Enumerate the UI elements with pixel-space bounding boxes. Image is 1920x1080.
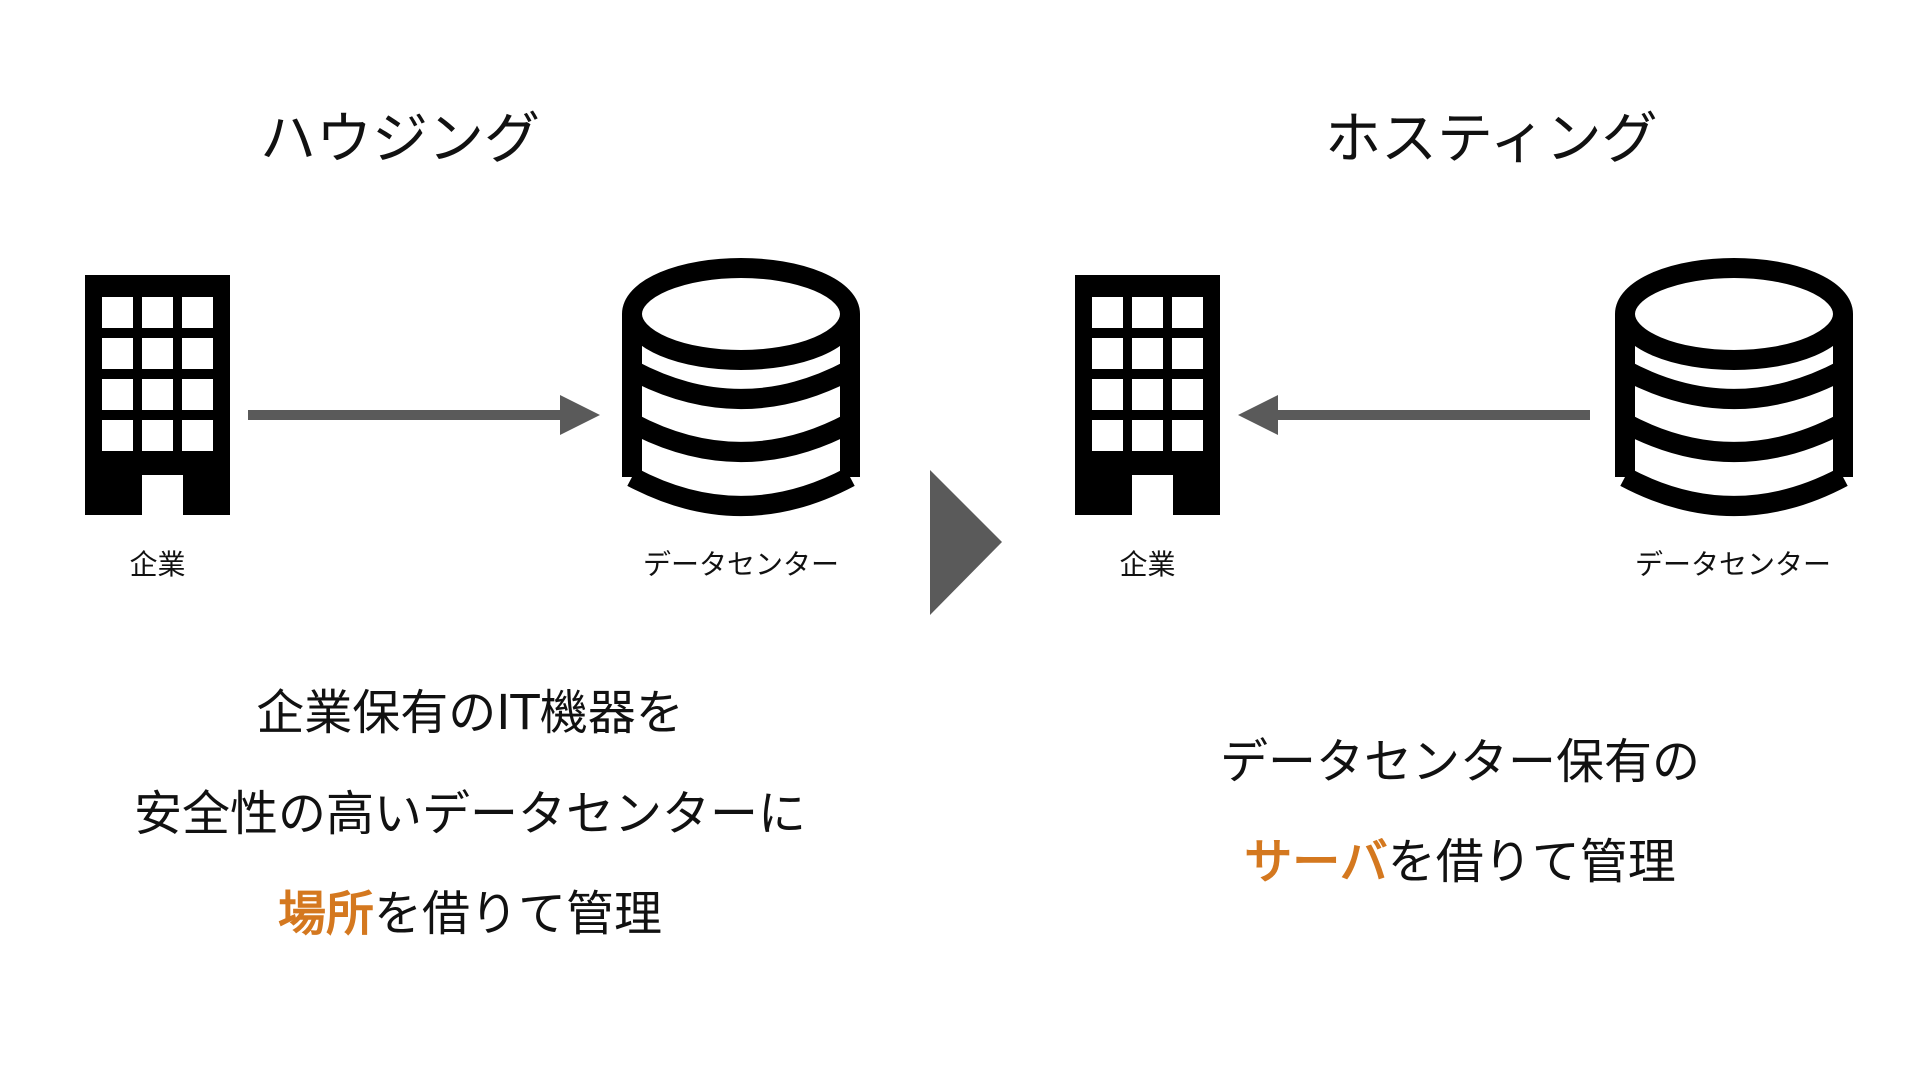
hosting-datacenter-database-icon: [1613, 258, 1855, 533]
hosting-company-label: 企業: [1119, 548, 1176, 581]
housing-title: ハウジング: [260, 107, 540, 172]
database-icon: [1615, 258, 1853, 516]
play-triangle-icon: [930, 470, 1002, 615]
housing-highlight-text: 場所: [277, 886, 374, 942]
hosting-arrow-left: [1238, 395, 1590, 435]
hosting-desc-line-2: サーバを借りて管理: [1160, 833, 1760, 891]
housing-desc-line-1: 企業保有のIT機器を: [256, 685, 684, 741]
housing-datacenter-label: データセンター: [642, 548, 839, 581]
database-icon: [622, 258, 860, 516]
office-building-icon: [1075, 275, 1220, 515]
housing-arrow-right: [248, 395, 600, 435]
housing-company-building-icon: [85, 275, 230, 515]
hosting-title: ホスティング: [1325, 107, 1658, 172]
housing-datacenter-database-icon: [620, 258, 862, 533]
hosting-datacenter-label: データセンター: [1634, 548, 1831, 581]
hosting-company-building-icon: [1075, 275, 1220, 515]
office-building-icon: [85, 275, 230, 515]
hosting-highlight-text: サーバ: [1244, 834, 1388, 890]
hosting-desc-line-1: データセンター保有の: [1219, 734, 1700, 790]
housing-desc-line-3: 場所を借りて管理: [100, 885, 840, 943]
housing-company-label: 企業: [129, 548, 186, 581]
housing-desc-line-3-rest: を借りて管理: [374, 886, 663, 942]
hosting-desc-line-2-rest: を借りて管理: [1387, 834, 1676, 890]
housing-desc-line-2: 安全性の高いデータセンターに: [133, 786, 806, 842]
